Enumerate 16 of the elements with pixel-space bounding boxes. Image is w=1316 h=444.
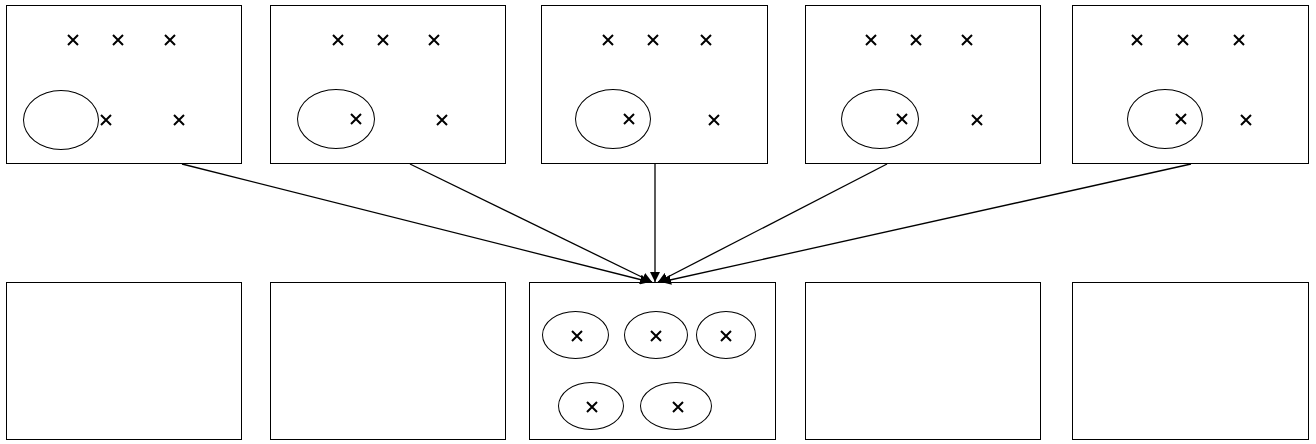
arrow [650,163,660,283]
ellipse [624,311,688,359]
frame-box [1072,5,1309,164]
frame-box [541,5,768,164]
arrow [657,163,888,283]
arrow [409,163,653,283]
frame-box [805,282,1041,440]
ellipse [696,311,756,359]
frame-box [270,282,506,440]
frame-box [805,5,1041,164]
ellipse [558,382,624,430]
frame-box [270,5,506,164]
frame-box [6,282,242,440]
frame-box [529,282,776,440]
frame-box [1072,282,1309,440]
frame-box [6,5,242,164]
